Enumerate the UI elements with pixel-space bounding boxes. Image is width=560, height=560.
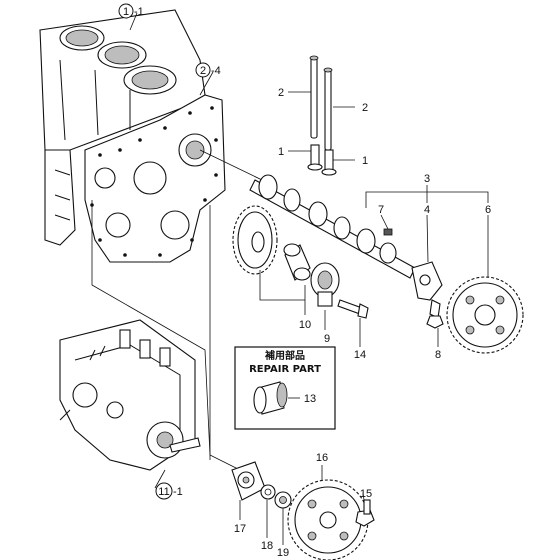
bolt-8 (426, 299, 444, 329)
repair-part-box: 補用部品 REPAIR PART (234, 346, 336, 430)
idle-gear-shaft (310, 262, 340, 307)
callout-10: 10 (299, 319, 311, 331)
callout-7: 7 (378, 204, 384, 216)
push-rods (309, 55, 333, 151)
callout-labels: 1 -1 2 -4 11 -1 2 2 1 1 3 7 4 6 10 9 14 … (118, 3, 491, 559)
callout-18: 18 (261, 540, 273, 552)
callout-13: 13 (304, 393, 316, 405)
callout-1b: 1 (362, 155, 368, 167)
callout-6: 6 (485, 204, 491, 216)
callout-2b: 2 (362, 102, 368, 114)
pump-drive-gear (287, 479, 369, 560)
callout-15: 15 (360, 488, 372, 500)
gear-case-plate (84, 94, 226, 263)
pump-drive-hub (231, 461, 266, 501)
nut (274, 491, 292, 509)
callout-8: 8 (435, 349, 441, 361)
bolt-15 (355, 499, 375, 527)
callout-1-suffix: -1 (134, 6, 144, 18)
callout-circle (118, 3, 134, 19)
callout-17: 17 (234, 523, 246, 535)
callout-19: 19 (277, 547, 289, 559)
idle-gear-bushing (283, 243, 311, 281)
cam-gear (446, 276, 524, 354)
callout-9: 9 (324, 333, 330, 345)
callout-circle (195, 62, 211, 78)
callout-circle (155, 482, 173, 500)
callout-11-ref: 11 (158, 486, 169, 498)
repair-box-title-en: REPAIR PART (249, 364, 321, 375)
callout-14: 14 (354, 349, 366, 361)
fuel-injection-pump (59, 319, 201, 471)
assembly-leaders (91, 149, 263, 471)
callout-4: 4 (424, 204, 430, 216)
washer (260, 484, 276, 500)
callout-1a: 1 (278, 146, 284, 158)
callout-2-suffix: -4 (211, 65, 221, 77)
callout-2-ref: 2 (200, 65, 206, 77)
callout-leaders (129, 12, 489, 545)
callout-11-suffix: -1 (173, 486, 183, 498)
repair-box-title-jp: 補用部品 (264, 349, 305, 362)
camshaft (249, 174, 416, 279)
bolt-14 (337, 299, 369, 319)
tappets (307, 144, 337, 176)
callout-1-ref: 1 (123, 6, 129, 18)
idle-gear (232, 205, 278, 275)
callout-16: 16 (316, 452, 328, 464)
callout-2a: 2 (278, 87, 284, 99)
thrust-plate (411, 261, 443, 301)
callout-3: 3 (424, 173, 430, 185)
cylinder-block (39, 9, 206, 246)
